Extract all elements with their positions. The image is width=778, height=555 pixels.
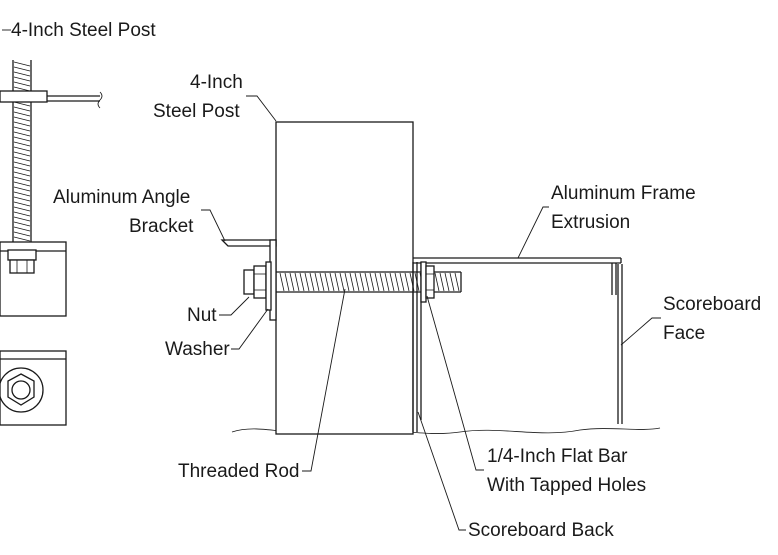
label-face-line2: Face	[663, 323, 705, 344]
label-post-top-left: 4-Inch Steel Post	[11, 20, 156, 41]
scoreboard-back	[412, 262, 422, 432]
label-flatbar-line2: With Tapped Holes	[487, 475, 646, 496]
label-bracket-line1: Aluminum Angle	[53, 187, 190, 208]
label-rod: Threaded Rod	[178, 461, 299, 482]
steel-post	[275, 121, 414, 435]
label-frame-line2: Extrusion	[551, 212, 630, 233]
annotations: 4-Inch Steel Post Aluminum Angle Bracket…	[53, 72, 761, 541]
left-threaded-rod	[12, 60, 32, 248]
aluminum-angle-bracket	[220, 239, 277, 321]
left-plan-block	[0, 350, 67, 426]
label-post-line1: 4-Inch	[190, 72, 243, 93]
nut-washer-left	[243, 261, 272, 311]
label-nut: Nut	[187, 305, 217, 326]
label-flatbar-line1: 1/4-Inch Flat Bar	[487, 446, 628, 467]
label-back: Scoreboard Back	[468, 520, 614, 541]
label-washer: Washer	[165, 339, 230, 360]
left-detail: 4-Inch Steel Post	[0, 20, 156, 426]
scoreboard-face	[617, 264, 623, 424]
label-face-line1: Scoreboard	[663, 294, 761, 315]
label-frame-line1: Aluminum Frame	[551, 183, 696, 204]
left-top-plate	[0, 90, 103, 109]
nut-washer-right	[420, 261, 435, 303]
left-bottom-block	[0, 241, 67, 317]
aluminum-frame-extrusion	[413, 257, 622, 295]
label-post-line2: Steel Post	[153, 101, 240, 122]
label-bracket-line2: Bracket	[129, 216, 194, 237]
